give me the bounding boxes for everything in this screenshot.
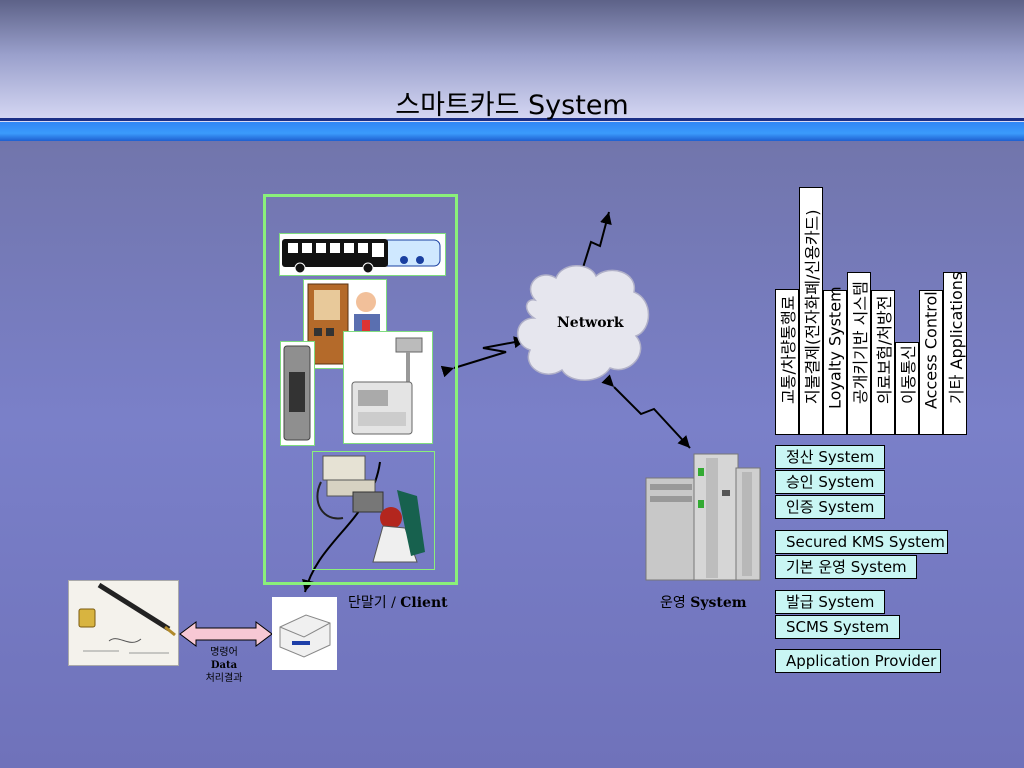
data-exchange-arrow [179,621,273,647]
network-label-text: Network [557,315,624,331]
client-caption-en: Client [400,595,448,611]
client-caption: 단말기 / Client [348,592,448,612]
user-at-computer-illustration [312,451,435,570]
system-box-settlement: 정산 System [775,445,885,469]
client-terminal-group [263,194,458,585]
server-rack-illustration [645,453,761,581]
card-reader-data-labels: 명령어 Data 처리결과 [196,646,252,685]
app-bar-medical: 의료보험/처방전 [871,290,895,435]
network-uplink-line [571,211,612,288]
ops-caption-en: System [690,595,747,611]
client-caption-kr: 단말기 / [348,595,401,611]
ops-caption-kr: 운영 [660,595,691,611]
card-terminal-illustration [280,341,315,446]
app-bar-pki: 공개키기반 시스템 [847,272,871,435]
system-box-scms: SCMS System [775,615,900,639]
pos-printer-illustration [343,331,433,444]
header-accent-bar [0,122,1024,141]
network-label: Network [557,315,624,331]
network-ops-link [601,374,691,449]
system-box-app-provider: Application Provider [775,649,941,673]
app-bar-loyalty: Loyalty System [823,286,847,435]
bus-illustration [279,233,446,276]
system-box-approval: 승인 System [775,470,885,494]
slide-title: 스마트카드 System [395,90,629,121]
system-box-base-ops: 기본 운영 System [775,555,917,579]
app-bar-payment: 지불결제(전자화폐/신용카드) [799,187,823,435]
app-bar-transport: 교통/차량통행료 [775,289,799,435]
app-bar-other: 기타 Applications [943,272,967,435]
contract-pen-photo [68,580,179,666]
system-box-kms: Secured KMS System [775,530,948,554]
ops-caption: 운영 System [660,592,747,612]
system-box-auth: 인증 System [775,495,885,519]
result-label: 처리결과 [205,673,243,684]
header-divider [0,118,1024,121]
command-label: 명령어 [210,647,238,658]
network-cloud [516,265,650,381]
data-label: Data [210,660,238,671]
header-band [0,0,1024,122]
client-network-link [440,336,527,378]
app-bar-access-control: Access Control [919,290,943,435]
card-reader-illustration [272,597,337,670]
app-bar-mobile: 이동통신 [895,342,919,435]
system-box-issuance: 발급 System [775,590,885,614]
